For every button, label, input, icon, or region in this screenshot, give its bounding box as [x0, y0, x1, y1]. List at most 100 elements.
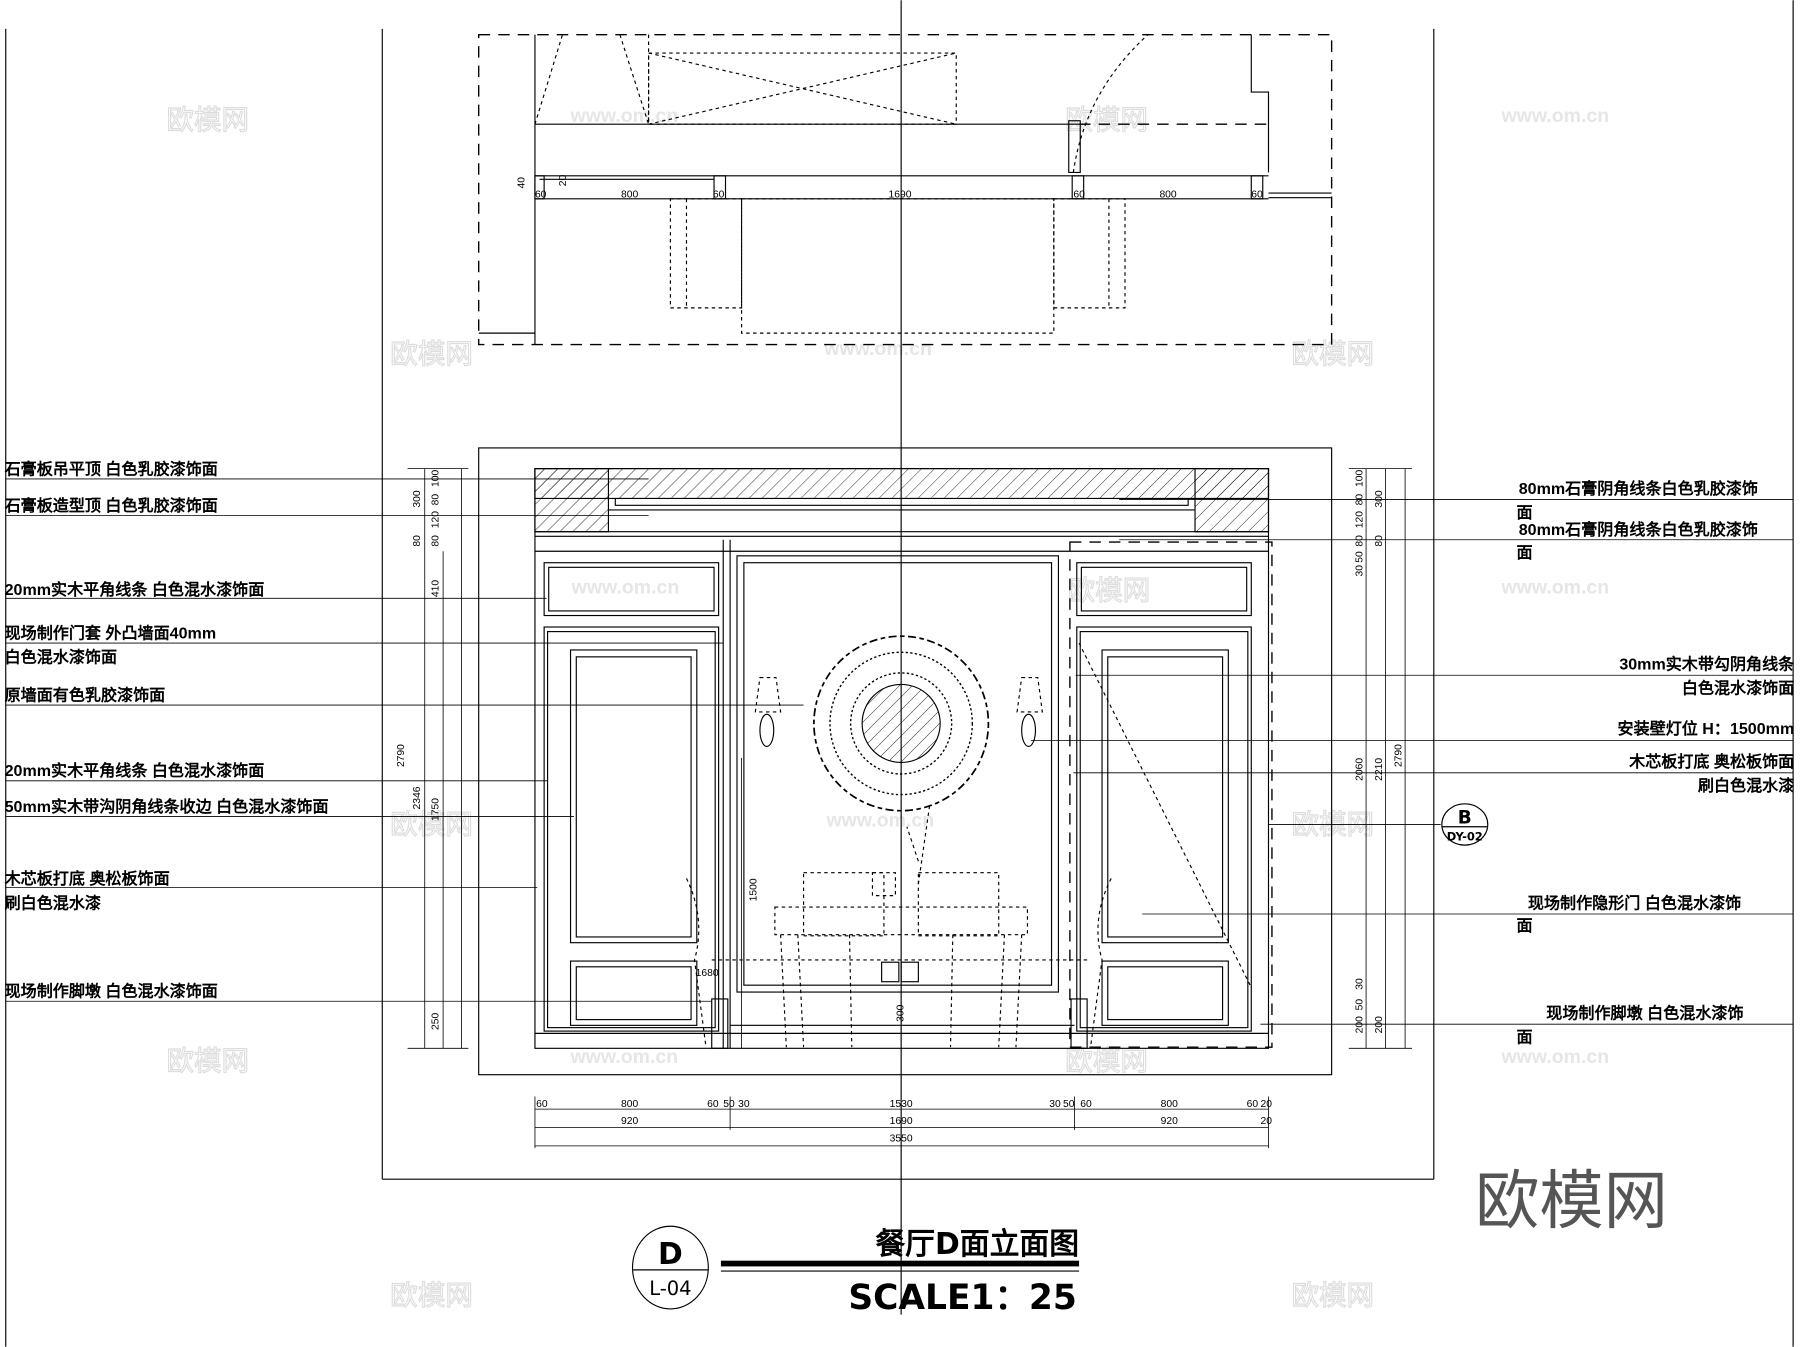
annotation-label: 刷白色混水漆	[5, 893, 101, 912]
dim-label: 80	[412, 535, 423, 547]
detail-sheet: DY-02	[1447, 830, 1483, 844]
watermark-brand: 欧模网	[166, 1045, 249, 1077]
annotation-label: 20mm实木平角线条 白色混水漆饰面	[5, 580, 265, 599]
dim-label: 60	[1080, 1099, 1092, 1110]
table-height-dim: 1680	[696, 968, 719, 979]
watermark-brand: 欧模网	[1068, 574, 1151, 606]
detail-letter: B	[1458, 807, 1472, 828]
left-dimension-chain: 300 80 2790 2346 250 100 80 120 80 410 1…	[396, 468, 469, 1049]
dim-label: 50	[723, 1099, 735, 1110]
dim-label: 250	[431, 1012, 442, 1029]
annotation-label: 现场制作脚墩 白色混水漆饰	[1546, 1003, 1743, 1022]
watermark-site: www.om.cn	[570, 1046, 679, 1068]
annotation-label: 80mm石膏阴角线条白色乳胶漆饰	[1519, 520, 1758, 539]
annotation-label: 石膏板吊平顶 白色乳胶漆饰面	[4, 459, 218, 478]
watermarks: 欧模网 www.om.cn 欧模网 www.om.cn 欧模网 www.om.c…	[166, 103, 1668, 1312]
plan-dim: 800	[1159, 190, 1176, 201]
watermark-brand: 欧模网	[1065, 1045, 1148, 1077]
power-outlet	[881, 961, 919, 983]
dim-label: 800	[621, 1099, 638, 1110]
annotation-label: 原墙面有色乳胶漆饰面	[5, 685, 166, 704]
dim-label: 60	[536, 1099, 548, 1110]
dim-label: 1750	[431, 798, 442, 821]
annotation-label: 石膏板造型顶 白色乳胶漆饰面	[4, 496, 218, 515]
annotation-label: 80mm石膏阴角线条白色乳胶漆饰	[1519, 479, 1758, 498]
title-block: D L-04 餐厅D面立面图 SCALE1：25	[631, 1225, 1080, 1318]
dim-label: 1690	[890, 1116, 913, 1127]
annotation-label: 现场制作脚墩 白色混水漆饰面	[5, 982, 218, 1001]
sconce-height-dim: 1500	[749, 878, 760, 901]
annotation-label: 面	[1516, 544, 1532, 562]
drawing-scale: SCALE1：25	[848, 1278, 1076, 1318]
sheet-frame	[5, 0, 1794, 1347]
watermark-brand: 欧模网	[1291, 338, 1374, 370]
plan-dim: 40	[517, 177, 528, 189]
watermark-site: www.om.cn	[1501, 105, 1610, 127]
annotation-label: 刷白色混水漆	[1698, 776, 1794, 795]
dim-label: 20	[1260, 1116, 1272, 1127]
annotation-label: 现场制作门套 外凸墙面40mm	[5, 623, 217, 642]
outlet-height-dim: 300	[895, 1004, 906, 1021]
dim-label: 50	[1355, 551, 1366, 563]
dim-label: 920	[1161, 1116, 1178, 1127]
dim-label: 300	[1374, 490, 1385, 507]
dim-label: 100	[1355, 469, 1366, 486]
dim-label: 2060	[1355, 758, 1366, 781]
dim-label: 2346	[412, 786, 423, 809]
watermark-site: www.om.cn	[570, 105, 679, 127]
ceiling-plan: 40 20 60 800 60 1690 60 800 60	[478, 33, 1333, 346]
dining-set	[685, 803, 1112, 1048]
watermark-site: www.om.cn	[823, 338, 932, 360]
plan-dim: 60	[1251, 190, 1263, 201]
dim-label: 100	[431, 469, 442, 486]
dim-label: 200	[1374, 1016, 1385, 1033]
right-annotations: 80mm石膏阴角线条白色乳胶漆饰 面 80mm石膏阴角线条白色乳胶漆饰 面 30…	[1516, 479, 1795, 1047]
drawing-title: 餐厅D面立面图	[875, 1227, 1079, 1262]
dim-label: 80	[1355, 494, 1366, 506]
dim-label: 300	[412, 490, 423, 507]
dim-label: 30	[1355, 565, 1366, 577]
sunburst-mirror	[813, 635, 990, 812]
watermark-brand: 欧模网	[166, 104, 249, 136]
annotation-label: 白色混水漆饰面	[5, 648, 117, 667]
detail-callout: B DY-02	[1441, 803, 1489, 846]
annotation-label: 50mm实木带沟阴角线条收边 白色混水漆饰面	[5, 797, 329, 816]
door-swing	[1078, 642, 1252, 988]
annotation-label: 木芯板打底 奥松板饰面	[1628, 752, 1794, 771]
dim-label: 800	[1161, 1099, 1178, 1110]
watermark-site: www.om.cn	[1501, 1046, 1610, 1068]
dim-label: 200	[1355, 1016, 1366, 1033]
section-sheet: L-04	[649, 1277, 691, 1300]
annotation-label: 30mm实木带勾阴角线条	[1619, 654, 1795, 673]
plan-dim: 1690	[889, 190, 912, 201]
dim-label: 920	[621, 1116, 638, 1127]
plan-dim: 60	[535, 190, 547, 201]
leader-lines	[5, 478, 1794, 1025]
dim-label: 1530	[890, 1099, 913, 1110]
dim-label: 50	[1355, 999, 1366, 1011]
wall-sconce-right	[1016, 676, 1044, 747]
watermark-site: www.om.cn	[1501, 577, 1610, 599]
watermark-site: www.om.cn	[826, 810, 935, 832]
annotation-label: 现场制作隐形门 白色混水漆饰	[1528, 893, 1741, 912]
right-dimension-chain: 100 80 120 80 50 30 2060 30 50 200 300 8…	[1348, 468, 1412, 1049]
annotation-label: 20mm实木平角线条 白色混水漆饰面	[5, 761, 265, 780]
dim-label: 30	[1355, 978, 1366, 990]
dim-label: 80	[431, 535, 442, 547]
dim-label: 80	[431, 494, 442, 506]
dim-label: 30	[1049, 1099, 1061, 1110]
annotation-label: 白色混水漆饰面	[1682, 679, 1794, 698]
plan-dim: 800	[621, 190, 638, 201]
plan-dim: 60	[1073, 190, 1085, 201]
hidden-door-outline	[1069, 541, 1273, 1048]
dim-label: 2210	[1374, 758, 1385, 781]
annotation-label: 面	[1516, 504, 1532, 522]
dim-label: 120	[431, 511, 442, 528]
dim-label: 410	[431, 580, 442, 597]
dim-label: 2790	[396, 744, 407, 767]
watermark-site: www.om.cn	[571, 577, 680, 599]
wall-sconce-left	[754, 676, 782, 747]
watermark-brand: 欧模网	[1291, 1279, 1374, 1311]
dim-label: 3550	[890, 1133, 913, 1144]
